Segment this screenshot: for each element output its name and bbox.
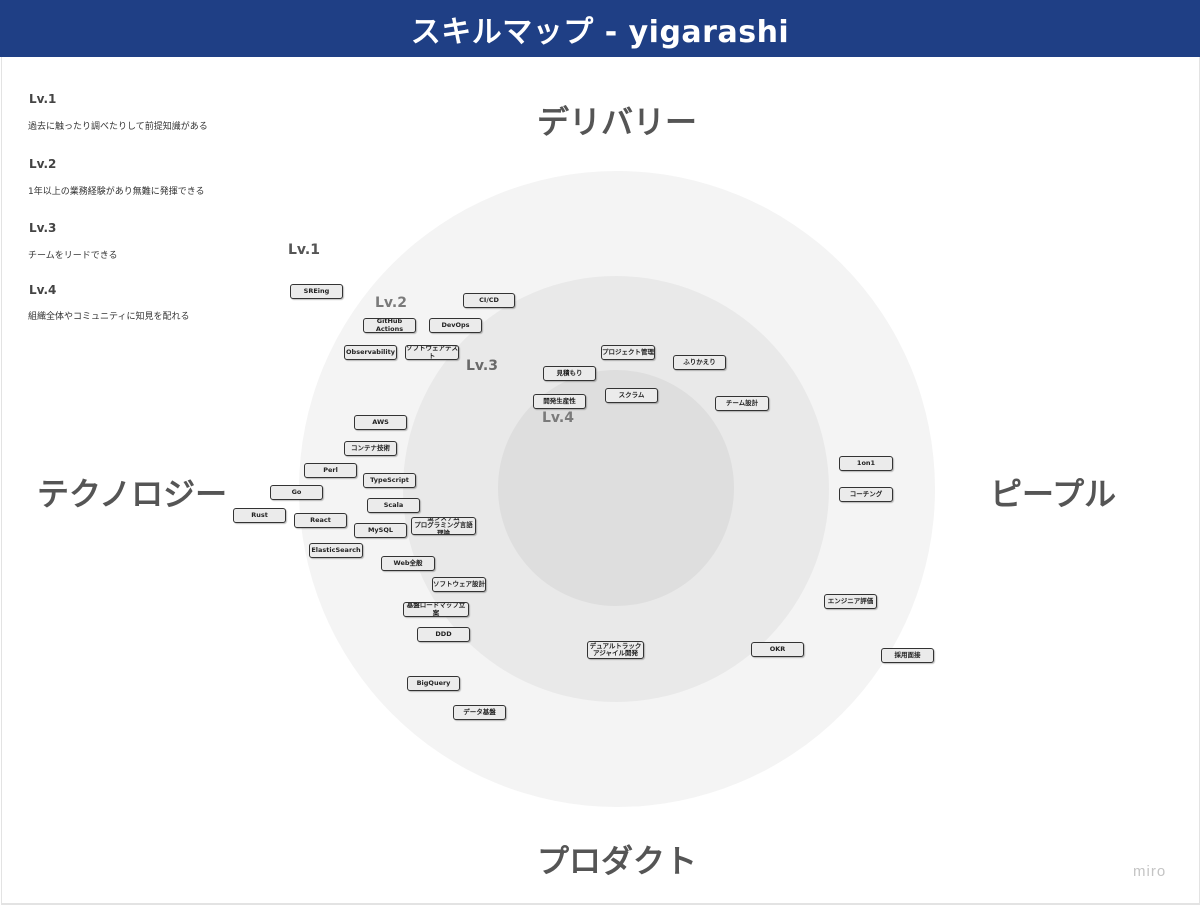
skill-card-github-actions[interactable]: GitHub Actions [363, 318, 416, 333]
axis-label-delivery: デリバリー [537, 103, 698, 141]
ring-lv4 [498, 370, 734, 606]
miro-watermark: miro [1133, 863, 1167, 880]
skill-card-devops[interactable]: DevOps [429, 318, 482, 333]
axis-label-product: プロダクト [537, 842, 698, 880]
skill-card-typescript[interactable]: TypeScript [363, 473, 416, 488]
legend-level-1: Lv.1 [29, 92, 57, 106]
skill-card-estimation[interactable]: 見積もり [543, 366, 596, 381]
skill-card-hiring-interview[interactable]: 採用面接 [881, 648, 934, 663]
board-title: スキルマップ - yigarashi [410, 14, 790, 50]
skill-card-type-system[interactable]: 型システム プログラミング言語理論 [411, 517, 476, 535]
skill-card-software-test[interactable]: ソフトウェアテスト [405, 345, 459, 360]
skill-card-infra-roadmap[interactable]: 基盤ロードマップ立案 [403, 602, 469, 617]
skill-card-aws[interactable]: AWS [354, 415, 407, 430]
skill-card-container[interactable]: コンテナ技術 [344, 441, 397, 456]
legend-level-3: Lv.3 [29, 221, 57, 235]
skill-card-software-design[interactable]: ソフトウェア設計 [432, 577, 486, 592]
skill-card-ddd[interactable]: DDD [417, 627, 470, 642]
ring-label-lv4: Lv.4 [542, 410, 574, 426]
skill-card-1on1[interactable]: 1on1 [839, 456, 893, 471]
legend-desc-4: 組織全体やコミュニティに知見を配れる [28, 312, 190, 322]
skill-card-furikaeri[interactable]: ふりかえり [673, 355, 726, 370]
skill-card-engineer-evaluation[interactable]: エンジニア評価 [824, 594, 877, 609]
axis-label-people: ピープル [990, 475, 1117, 513]
skill-card-mysql[interactable]: MySQL [354, 523, 407, 538]
skill-card-bigquery[interactable]: BigQuery [407, 676, 460, 691]
legend-level-4: Lv.4 [29, 283, 57, 297]
skill-card-dual-track[interactable]: デュアルトラック アジャイル開発 [587, 641, 644, 659]
ring-label-lv2: Lv.2 [375, 295, 407, 311]
skill-card-perl[interactable]: Perl [304, 463, 357, 478]
skill-card-web-general[interactable]: Web全般 [381, 556, 435, 571]
skill-card-project-management[interactable]: プロジェクト管理 [601, 345, 655, 360]
skill-card-dev-productivity[interactable]: 開発生産性 [533, 394, 586, 409]
skill-card-observability[interactable]: Observability [344, 345, 397, 360]
skill-card-data-infra[interactable]: データ基盤 [453, 705, 506, 720]
ring-label-lv3: Lv.3 [466, 358, 498, 374]
legend-desc-3: チームをリードできる [28, 251, 118, 261]
skill-card-team-design[interactable]: チーム設計 [715, 396, 769, 411]
skill-card-sreing[interactable]: SREing [290, 284, 343, 299]
skill-card-cicd[interactable]: CI/CD [463, 293, 515, 308]
legend-desc-2: 1年以上の業務経験があり無難に発揮できる [28, 187, 205, 197]
skill-card-coaching[interactable]: コーチング [839, 487, 893, 502]
legend-desc-1: 過去に触ったり調べたりして前提知識がある [28, 122, 208, 132]
skill-card-scala[interactable]: Scala [367, 498, 420, 513]
skill-card-elasticsearch[interactable]: ElasticSearch [309, 543, 363, 558]
skill-card-rust[interactable]: Rust [233, 508, 286, 523]
header-bar: スキルマップ - yigarashi [0, 0, 1200, 57]
legend-level-2: Lv.2 [29, 157, 57, 171]
skill-card-scrum[interactable]: スクラム [605, 388, 658, 403]
skill-card-go[interactable]: Go [270, 485, 323, 500]
axis-label-technology: テクノロジー [37, 475, 228, 513]
skill-card-react[interactable]: React [294, 513, 347, 528]
ring-label-lv1: Lv.1 [288, 242, 320, 258]
skill-card-okr[interactable]: OKR [751, 642, 804, 657]
